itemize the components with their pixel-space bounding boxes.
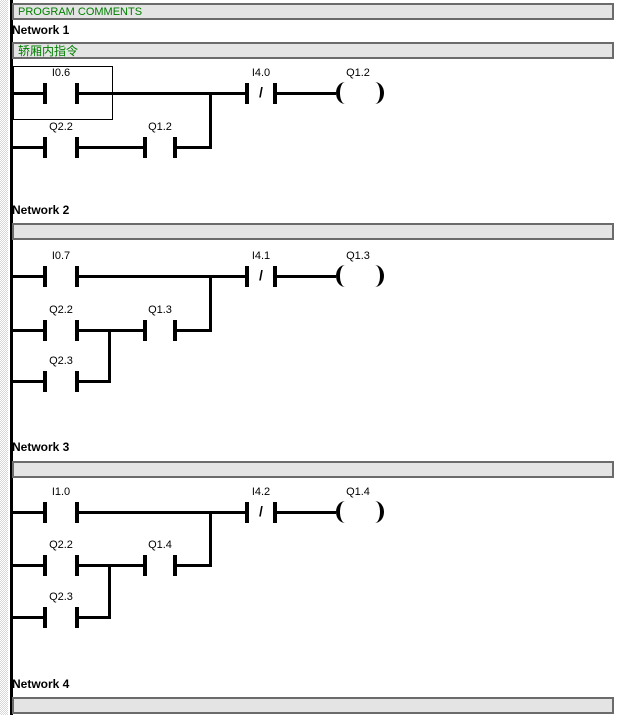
contact-bar[interactable]: [75, 137, 79, 158]
wire: [79, 564, 143, 567]
wire: [12, 380, 43, 383]
contact-bar[interactable]: [75, 555, 79, 576]
wire: [177, 146, 212, 149]
network-3-comment-bar[interactable]: [12, 461, 614, 478]
contact-bar[interactable]: [75, 320, 79, 341]
nc-contact-bar[interactable]: [273, 83, 277, 104]
contact-label[interactable]: Q2.3: [49, 355, 73, 367]
contact-bar[interactable]: [143, 555, 147, 576]
wire: [12, 511, 43, 514]
network-4-comment-bar[interactable]: [12, 697, 614, 714]
coil-label[interactable]: Q1.4: [346, 486, 370, 498]
coil-label[interactable]: Q1.3: [346, 250, 370, 262]
program-comments-label: PROGRAM COMMENTS: [18, 5, 143, 18]
wire: [277, 92, 336, 95]
wire: [79, 329, 143, 332]
wire: [12, 564, 43, 567]
contact-label[interactable]: Q1.2: [148, 121, 172, 133]
network-4-title[interactable]: Network 4: [12, 677, 70, 691]
nc-contact-bar[interactable]: [273, 502, 277, 523]
contact-label[interactable]: Q2.2: [49, 304, 73, 316]
network-1-comment: 轿厢内指令: [18, 43, 79, 58]
network-1-title[interactable]: Network 1: [12, 23, 70, 37]
program-comments-bar[interactable]: PROGRAM COMMENTS: [12, 3, 614, 20]
wire: [277, 511, 336, 514]
nc-contact-bar[interactable]: [245, 502, 249, 523]
nc-contact-label[interactable]: I4.1: [251, 250, 271, 262]
nc-slash-icon[interactable]: /: [259, 267, 263, 283]
contact-bar[interactable]: [173, 137, 177, 158]
editor-left-margin: [0, 0, 8, 715]
wire: [12, 329, 43, 332]
network-3-title[interactable]: Network 3: [12, 440, 70, 454]
wire: [79, 146, 143, 149]
nc-contact-bar[interactable]: [245, 266, 249, 287]
wire: [12, 616, 43, 619]
nc-contact-bar[interactable]: [245, 83, 249, 104]
nc-contact-label[interactable]: I4.2: [251, 486, 271, 498]
contact-bar[interactable]: [43, 320, 47, 341]
contact-label[interactable]: Q1.4: [148, 539, 172, 551]
power-rail: [10, 0, 13, 715]
coil-left-paren[interactable]: [336, 82, 354, 104]
coil-right-paren[interactable]: [366, 82, 384, 104]
branch-junction-wire: [209, 511, 212, 567]
contact-label[interactable]: I0.6: [51, 67, 71, 79]
coil-left-paren[interactable]: [336, 265, 354, 287]
contact-bar[interactable]: [43, 83, 47, 104]
contact-bar[interactable]: [43, 555, 47, 576]
branch-junction-wire: [209, 275, 212, 332]
contact-bar[interactable]: [75, 502, 79, 523]
contact-bar[interactable]: [75, 266, 79, 287]
network-2-comment-bar[interactable]: [12, 223, 614, 240]
coil-left-paren[interactable]: [336, 501, 354, 523]
wire: [12, 275, 43, 278]
network-1-comment-bar[interactable]: 轿厢内指令: [12, 42, 614, 59]
wire: [79, 92, 245, 95]
nc-contact-label[interactable]: I4.0: [251, 67, 271, 79]
contact-bar[interactable]: [43, 502, 47, 523]
contact-label[interactable]: Q2.3: [49, 591, 73, 603]
contact-bar[interactable]: [143, 320, 147, 341]
coil-right-paren[interactable]: [366, 265, 384, 287]
contact-label[interactable]: I0.7: [51, 250, 71, 262]
contact-bar[interactable]: [75, 607, 79, 628]
contact-bar[interactable]: [143, 137, 147, 158]
wire: [79, 511, 245, 514]
nc-contact-bar[interactable]: [273, 266, 277, 287]
wire: [277, 275, 336, 278]
nc-slash-icon[interactable]: /: [259, 503, 263, 519]
contact-bar[interactable]: [75, 83, 79, 104]
wire: [177, 564, 212, 567]
contact-bar[interactable]: [173, 320, 177, 341]
wire: [79, 616, 111, 619]
contact-bar[interactable]: [43, 607, 47, 628]
nc-slash-icon[interactable]: /: [259, 84, 263, 100]
wire: [12, 92, 43, 95]
branch-junction-wire: [209, 92, 212, 149]
coil-right-paren[interactable]: [366, 501, 384, 523]
wire: [12, 146, 43, 149]
contact-bar[interactable]: [43, 371, 47, 392]
contact-bar[interactable]: [43, 266, 47, 287]
contact-label[interactable]: I1.0: [51, 486, 71, 498]
branch-junction-wire: [108, 329, 111, 383]
contact-bar[interactable]: [75, 371, 79, 392]
branch-junction-wire: [108, 564, 111, 619]
contact-label[interactable]: Q1.3: [148, 304, 172, 316]
wire: [79, 380, 111, 383]
contact-label[interactable]: Q2.2: [49, 121, 73, 133]
contact-bar[interactable]: [173, 555, 177, 576]
wire: [177, 329, 212, 332]
wire: [79, 275, 245, 278]
contact-label[interactable]: Q2.2: [49, 539, 73, 551]
contact-bar[interactable]: [43, 137, 47, 158]
network-2-title[interactable]: Network 2: [12, 203, 70, 217]
coil-label[interactable]: Q1.2: [346, 67, 370, 79]
